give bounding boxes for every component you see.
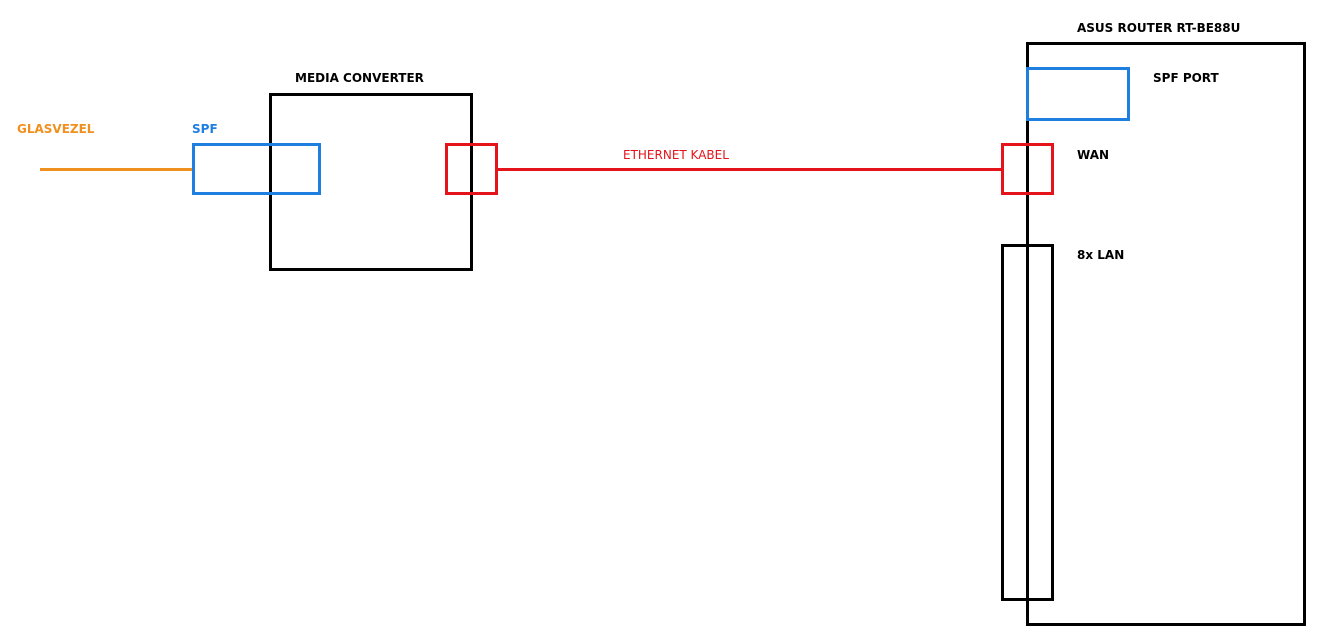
spf-port-label: SPF PORT — [1153, 71, 1219, 85]
media-converter-ethernet-port — [445, 143, 498, 195]
router-spf-port — [1026, 67, 1130, 121]
wan-label: WAN — [1077, 148, 1110, 162]
spf-label: SPF — [192, 122, 218, 136]
fiber-cable-line — [40, 168, 194, 171]
router-lan-ports — [1001, 244, 1054, 601]
media-converter-box — [269, 93, 473, 271]
media-converter-label: MEDIA CONVERTER — [295, 71, 424, 85]
router-wan-port — [1001, 143, 1054, 195]
ethernet-kabel-label: ETHERNET KABEL — [623, 148, 729, 162]
spf-module — [192, 143, 321, 195]
router-title-label: ASUS ROUTER RT-BE88U — [1077, 21, 1241, 35]
glasvezel-label: GLASVEZEL — [17, 122, 95, 136]
ethernet-cable-line — [497, 168, 1003, 171]
router-box — [1026, 42, 1306, 626]
lan-label: 8x LAN — [1077, 248, 1125, 262]
